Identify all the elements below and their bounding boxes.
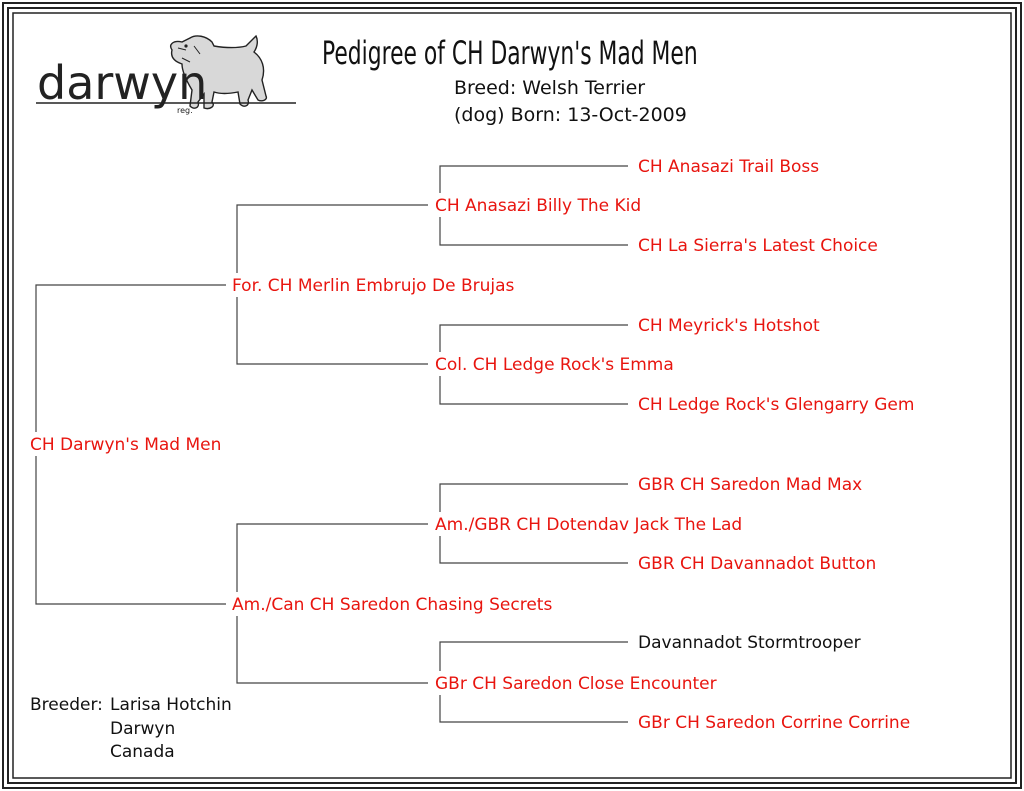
breeder-country: Canada [110,742,175,762]
sire-name: For. CH Merlin Embrujo De Brujas [232,276,515,296]
logo-reg-mark: reg. [177,106,193,115]
breeder-kennel: Darwyn [110,719,175,739]
paternal-grandsire-name: CH Anasazi Billy The Kid [435,196,641,216]
maternal-grandsire-name: Am./GBR CH Dotendav Jack The Lad [435,515,742,535]
breeder-name: Larisa Hotchin [110,695,232,715]
breeder-info: Breeder: Larisa Hotchin Darwyn Canada [30,695,232,762]
great-grandparent-name: CH La Sierra's Latest Choice [638,236,878,256]
great-grandparent-name: CH Meyrick's Hotshot [638,316,820,336]
great-grandparent-name: GBr CH Saredon Corrine Corrine [638,713,910,733]
great-grandparent-name: GBR CH Davannadot Button [638,554,876,574]
darwyn-logo: darwyn reg. [36,34,296,115]
great-grandparent-name: CH Ledge Rock's Glengarry Gem [638,395,914,415]
label-backgrounds [24,193,774,695]
page-title: Pedigree of CH Darwyn's Mad Men [322,35,698,72]
great-grandparent-name: Davannadot Stormtrooper [638,633,861,653]
sex-and-birth-date: (dog) Born: 13-Oct-2009 [454,104,687,126]
great-grandparent-name: CH Anasazi Trail Boss [638,157,819,177]
breeder-label: Breeder: [30,695,103,715]
terrier-dog-icon [170,34,268,110]
dam-name: Am./Can CH Saredon Chasing Secrets [232,595,552,615]
maternal-granddam-name: GBr CH Saredon Close Encounter [435,674,717,694]
logo-wordmark: darwyn [37,56,207,110]
subject-name: CH Darwyn's Mad Men [30,435,221,455]
breed-label: Breed: Welsh Terrier [454,77,645,99]
paternal-granddam-name: Col. CH Ledge Rock's Emma [435,355,674,375]
great-grandparent-name: GBR CH Saredon Mad Max [638,475,862,495]
